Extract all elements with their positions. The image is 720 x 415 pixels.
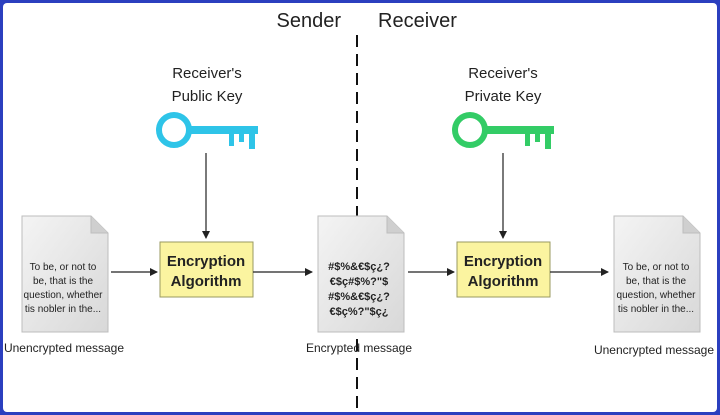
sender-heading: Sender [277, 10, 342, 32]
unencrypted-caption-right: Unencrypted message [594, 343, 714, 357]
private-key-icon [452, 112, 554, 149]
doc-left-line-2: be, that is the [33, 276, 93, 287]
algorithm-2-line2: Algorithm [468, 273, 539, 290]
unencrypted-document-right: To be, or not to be, that is the questio… [613, 215, 701, 333]
public-key-label-line1: Receiver's [172, 65, 242, 82]
doc-left-line-3: question, whether [24, 290, 104, 301]
public-key-label-line2: Public Key [172, 88, 243, 105]
doc-right-line-3: question, whether [617, 290, 697, 301]
doc-right-line-4: tis nobler in the... [618, 304, 694, 315]
doc-right-line-2: be, that is the [626, 276, 686, 287]
diagram-frame: Sender Receiver Receiver's Public Key Re… [3, 3, 717, 412]
public-key-icon [156, 112, 258, 149]
private-key-label-line1: Receiver's [468, 65, 538, 82]
doc-cipher-line-3: #$%&€$ç¿? [328, 291, 390, 303]
doc-left-line-1: To be, or not to [30, 262, 97, 273]
doc-cipher-line-4: €$ç%?"$ç¿ [329, 306, 388, 318]
encryption-algorithm-box-1: Encryption Algorithm [159, 241, 254, 298]
algorithm-2-line1: Encryption [464, 253, 542, 270]
unencrypted-document-left: To be, or not to be, that is the questio… [21, 215, 109, 333]
algorithm-1-line1: Encryption [167, 253, 245, 270]
receiver-heading: Receiver [378, 10, 457, 32]
encrypted-document: #$%&€$ç¿? €$ç#$%?"$ #$%&€$ç¿? €$ç%?"$ç¿ [317, 215, 405, 333]
doc-left-line-4: tis nobler in the... [25, 304, 101, 315]
doc-cipher-line-2: €$ç#$%?"$ [330, 276, 388, 288]
doc-right-line-1: To be, or not to [623, 262, 690, 273]
algorithm-1-line2: Algorithm [171, 273, 242, 290]
unencrypted-caption-left: Unencrypted message [4, 341, 124, 355]
encryption-algorithm-box-2: Encryption Algorithm [456, 241, 551, 298]
doc-cipher-line-1: #$%&€$ç¿? [328, 261, 390, 273]
encryption-diagram: Sender Receiver Receiver's Public Key Re… [4, 10, 714, 412]
encrypted-caption: Encrypted message [306, 341, 412, 355]
private-key-label-line2: Private Key [465, 88, 542, 105]
